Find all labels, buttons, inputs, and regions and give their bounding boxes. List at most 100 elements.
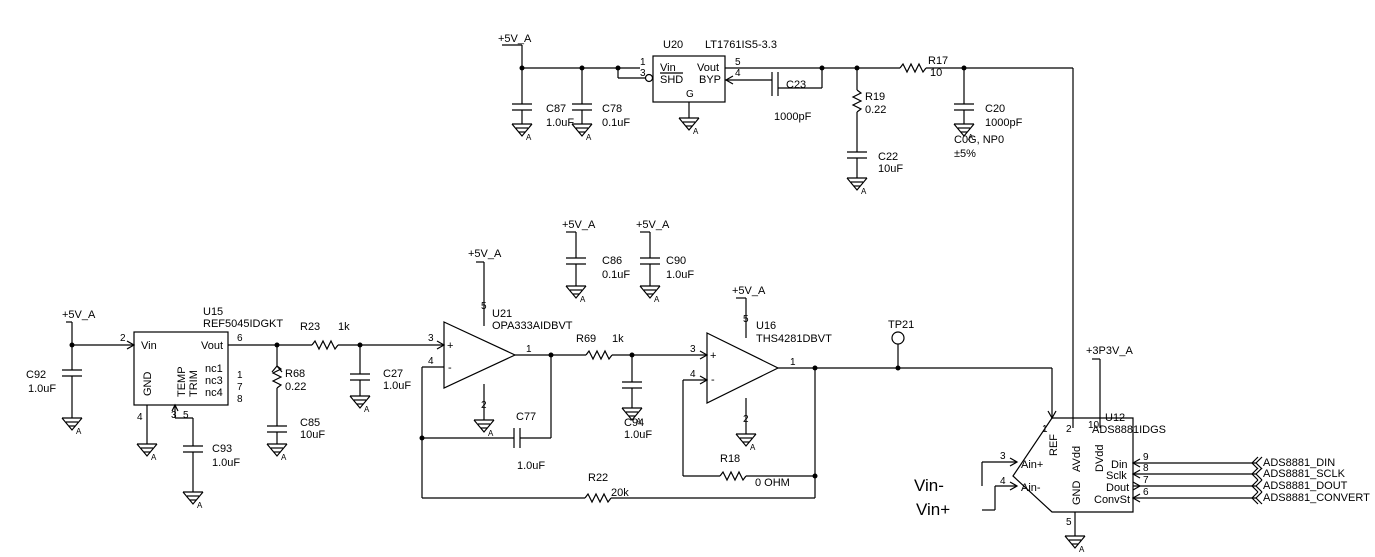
analog-ground-icon	[136, 437, 158, 463]
u20-shd-label: SHD	[660, 74, 683, 86]
u12-adc-body	[1012, 417, 1134, 513]
resistor-r22-symbol	[584, 492, 612, 504]
u15-pin3: 3	[171, 410, 177, 421]
u15-gnd-label: GND	[142, 372, 154, 397]
u20-pin4: 4	[735, 68, 741, 79]
c22-value: 10uF	[878, 163, 903, 175]
c93-value: 1.0uF	[212, 457, 240, 469]
u15-trim-label: TRIM	[188, 370, 200, 397]
u12-pin7: 7	[1143, 475, 1149, 486]
c77-ref: C77	[516, 411, 536, 423]
u20-g-label: G	[686, 89, 694, 100]
capacitor-c27-symbol	[349, 373, 371, 381]
analog-ground-icon	[571, 117, 593, 143]
u15-ref: U15	[203, 306, 223, 318]
u12-sclk-label: Sclk	[1106, 470, 1127, 482]
capacitor-c87-symbol	[511, 103, 533, 111]
c86-value: 0.1uF	[602, 269, 630, 281]
u15-nc1: nc1	[205, 363, 223, 375]
c85-value: 10uF	[300, 429, 325, 441]
c20-value: 1000pF	[985, 117, 1023, 129]
u12-ainp-label: Ain+	[1021, 459, 1043, 471]
u20-pin5: 5	[735, 57, 741, 68]
u16-pin1: 1	[790, 357, 796, 368]
resistor-r23-symbol	[311, 339, 339, 351]
analog-ground-icon	[266, 437, 288, 463]
u12-pin2: 2	[1066, 424, 1072, 435]
u20-pin3: 3	[640, 68, 646, 79]
capacitor-c86-symbol	[565, 257, 587, 265]
u20-part: LT1761IS5-3.3	[705, 39, 777, 51]
c94-value: 1.0uF	[624, 429, 652, 441]
u12-gnd-label: GND	[1071, 481, 1083, 506]
u20-ref: U20	[663, 39, 683, 51]
u12-pin8: 8	[1143, 463, 1149, 474]
u16-pin3: 3	[690, 344, 696, 355]
c78-value: 0.1uF	[602, 117, 630, 129]
resistor-r68-symbol	[271, 365, 283, 389]
u12-pin10: 10	[1088, 420, 1100, 431]
c94-ref: C94	[624, 417, 644, 429]
c23-value: 1000pF	[774, 111, 812, 123]
u15-pin6: 6	[237, 333, 243, 344]
u21-pin5: 5	[481, 301, 487, 312]
u12-part: ADS8881IDGS	[1092, 424, 1166, 436]
u20-vin-label: Vin	[660, 62, 676, 74]
analog-ground-icon	[639, 279, 661, 305]
capacitor-c94-symbol	[621, 381, 643, 389]
capacitor-c92-symbol	[61, 369, 83, 377]
u15-pin5: 5	[183, 410, 189, 421]
u21-pin4: 4	[428, 356, 434, 367]
analog-ground-icon	[735, 427, 757, 453]
capacitor-c85-symbol	[266, 425, 288, 433]
c92-value: 1.0uF	[28, 383, 56, 395]
offpage-connector-convert	[1255, 491, 1263, 505]
u16-part: THS4281DBVT	[756, 333, 832, 345]
r22-ref: R22	[588, 472, 608, 484]
resistor-r19-symbol	[851, 89, 863, 113]
c20-ref: C20	[985, 103, 1005, 115]
vin-minus-label: Vin-	[914, 476, 944, 495]
u21-opamp-symbol	[443, 321, 517, 389]
r68-ref: R68	[285, 368, 305, 380]
r17-value: 10	[930, 67, 942, 79]
r69-ref: R69	[576, 333, 596, 345]
offpage-connector-din	[1255, 456, 1263, 470]
u12-din-label: Din	[1111, 459, 1128, 471]
decoupling-section: +5V_A C86 0.1uF +5V_A C90 1.0uF	[562, 219, 694, 305]
u15-vin-label: Vin	[141, 340, 157, 352]
r22-value: 20k	[611, 487, 629, 499]
c27-value: 1.0uF	[383, 380, 411, 392]
offpage-connector-dout	[1255, 479, 1263, 493]
r69-section: R69 1k C94 1.0uF	[576, 333, 709, 441]
analog-ground-icon	[349, 389, 371, 415]
analog-ground-icon	[565, 279, 587, 305]
u15-body	[133, 331, 229, 406]
c20-tolerance: ±5%	[954, 148, 976, 160]
u12-pin5: 5	[1066, 517, 1072, 528]
c77-value: 1.0uF	[517, 460, 545, 472]
u15-vout-label: Vout	[201, 340, 223, 352]
analog-ground-icon	[61, 411, 83, 437]
u15-part: REF5045IDGKT	[203, 318, 283, 330]
u12-pin1: 1	[1042, 424, 1048, 435]
net-5v-a-u21: +5V_A	[468, 248, 502, 260]
r19-ref: R19	[865, 91, 885, 103]
c92-ref: C92	[26, 369, 46, 381]
u12-pin9: 9	[1143, 452, 1149, 463]
u12-avdd-label: AVdd	[1071, 446, 1083, 472]
net-5v-a-u15: +5V_A	[62, 309, 96, 321]
u12-ainm-label: Ain-	[1021, 482, 1041, 494]
c78-ref: C78	[602, 103, 622, 115]
c85-ref: C85	[300, 417, 320, 429]
c90-value: 1.0uF	[666, 269, 694, 281]
u21-pin1: 1	[526, 344, 532, 355]
c93-ref: C93	[212, 443, 232, 455]
net-5v-a-c86: +5V_A	[562, 219, 596, 231]
resistor-r18-symbol	[719, 470, 747, 482]
u12-section: U12 ADS8881IDGS 1 2 10 REF AVdd DVdd GND…	[914, 345, 1370, 555]
u15-nc4-pin: 8	[237, 394, 243, 405]
u16-plus: +	[710, 350, 716, 362]
r18-ref: R18	[720, 453, 740, 465]
